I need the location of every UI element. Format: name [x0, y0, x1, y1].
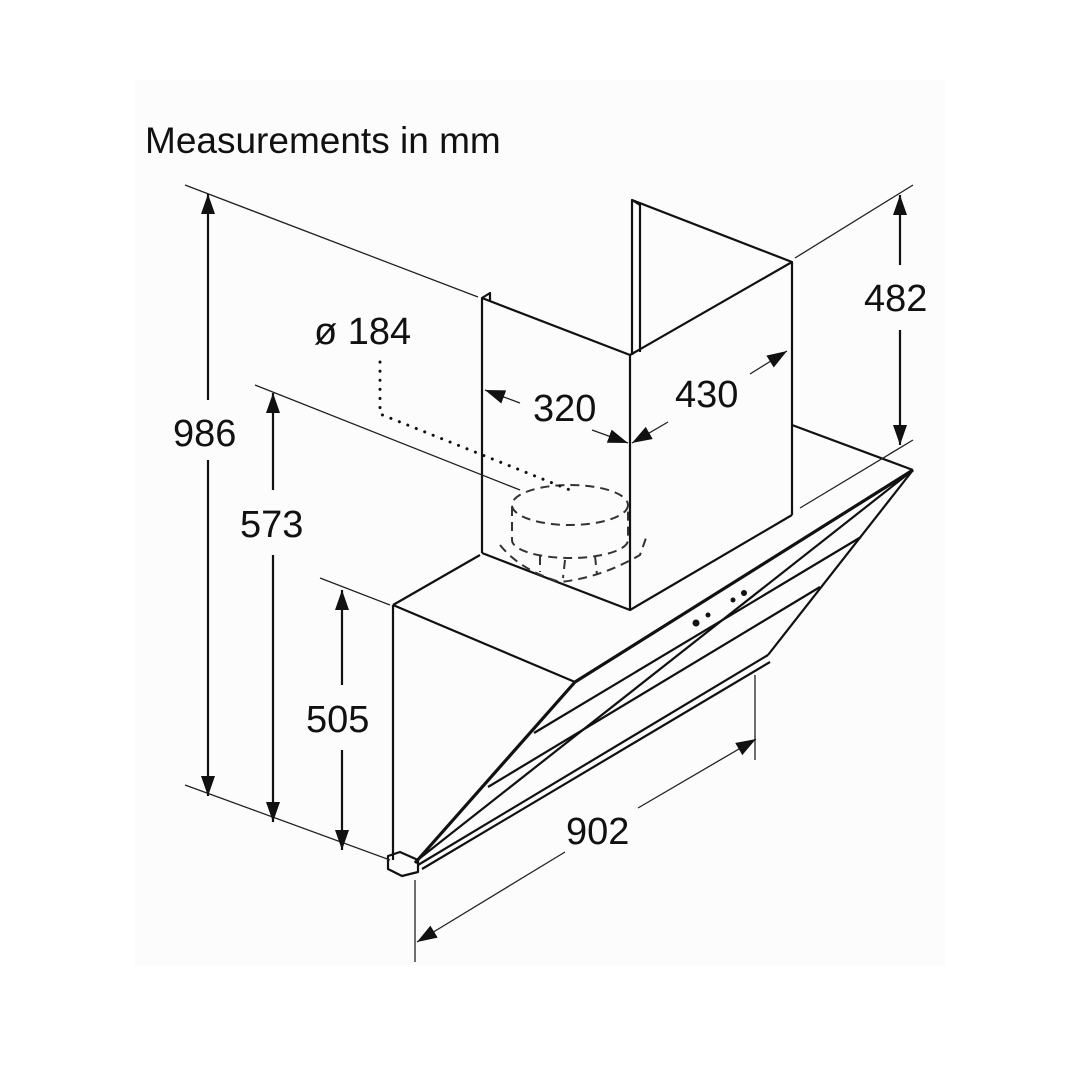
dim-label-430: 430 — [675, 374, 738, 416]
dim-320-arrow-left — [484, 389, 521, 404]
title: Measurements in mm — [145, 120, 501, 161]
dimension-arrows — [201, 194, 907, 943]
dim-902-arrow-left — [416, 851, 566, 943]
dim-902-arrow-right — [637, 738, 757, 809]
control-button — [692, 619, 700, 627]
dim-320-arrow-right — [591, 429, 629, 444]
duct-leader-line — [378, 360, 572, 492]
control-buttons — [692, 590, 747, 627]
dim-label-482: 482 — [864, 278, 927, 320]
hood-body — [386, 423, 914, 878]
control-button — [741, 590, 747, 596]
dim-label-573: 573 — [240, 504, 303, 546]
dim-430-arrow-right — [749, 350, 788, 375]
control-button — [705, 612, 711, 618]
dim-label-320: 320 — [533, 388, 596, 430]
chimney — [480, 198, 794, 612]
dim-430-arrow-left — [631, 421, 669, 444]
dim-label-902: 902 — [566, 811, 629, 853]
control-button — [730, 597, 736, 603]
duct-outlet — [499, 484, 647, 584]
dim-label-505: 505 — [306, 699, 369, 741]
dim-label-986: 986 — [173, 413, 236, 455]
dim-label-diameter: ø 184 — [314, 311, 411, 353]
